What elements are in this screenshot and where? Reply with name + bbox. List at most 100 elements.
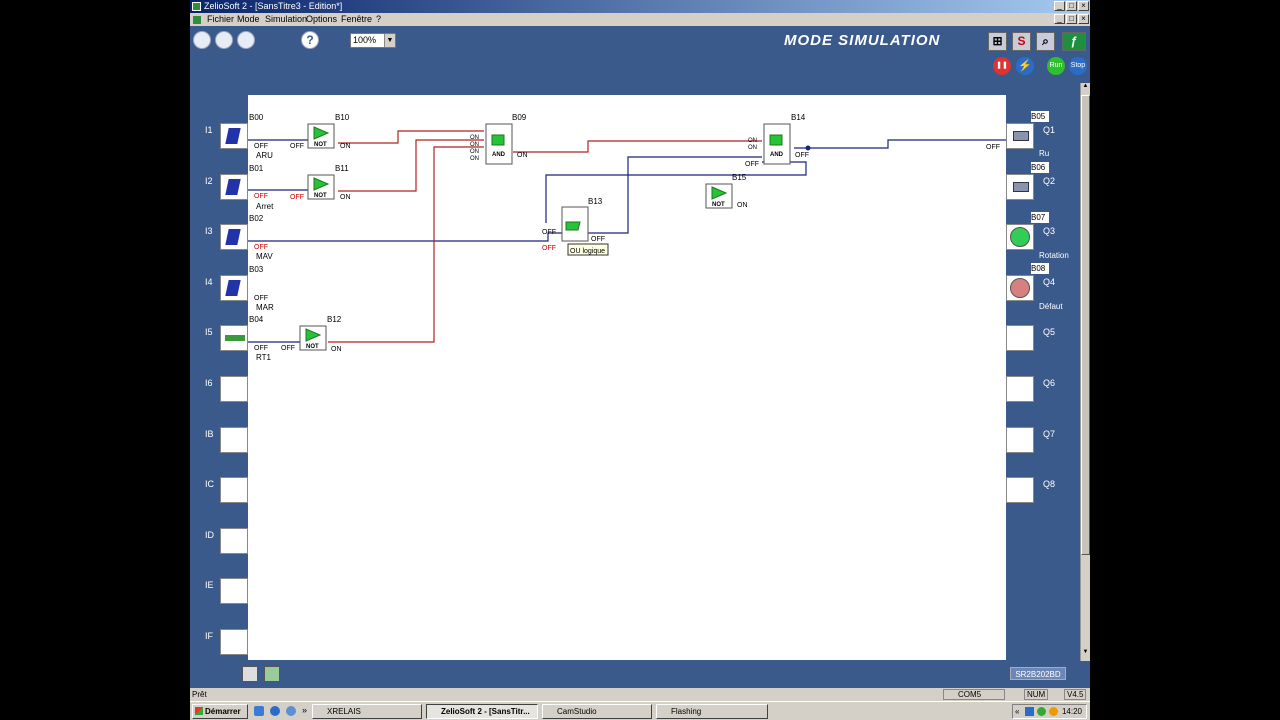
input-slot-ic[interactable] [220, 477, 248, 503]
media-icon[interactable] [286, 706, 296, 716]
output-slot-q7[interactable] [1006, 427, 1034, 453]
close-button[interactable]: × [1078, 1, 1089, 11]
task-zeliosoft[interactable]: ZelioSoft 2 - [SansTitr... [426, 704, 538, 719]
input-slot-i6[interactable] [220, 376, 248, 402]
input-name-rt1: RT1 [256, 353, 272, 362]
block-in4-b09: ON [470, 156, 479, 162]
quick-launch-chevron-icon[interactable]: » [302, 705, 308, 715]
vertical-scrollbar[interactable]: ▲ ▼ [1080, 83, 1090, 661]
doc-minimize-button[interactable]: _ [1054, 14, 1065, 24]
input-slot-ie[interactable] [220, 578, 248, 604]
input-label-i3: I3 [205, 226, 213, 236]
output-label-q4: Q4 [1043, 277, 1056, 287]
input-state-i1: OFF [254, 143, 268, 150]
module-icon[interactable] [242, 666, 258, 682]
input-slot-ib[interactable] [220, 427, 248, 453]
switch-icon [225, 128, 241, 144]
display-icon[interactable] [264, 666, 280, 682]
stop-button[interactable]: Stop [1069, 57, 1087, 75]
output-slot-q6[interactable] [1006, 376, 1034, 402]
menu-options[interactable]: Options [306, 14, 338, 24]
block-out-b09: ON [517, 152, 528, 159]
output-lamp-q3[interactable] [1006, 224, 1034, 250]
desktop-icon[interactable] [254, 706, 264, 716]
block-label-b15: B15 [732, 173, 747, 182]
block-out-b11: ON [340, 194, 351, 201]
open-file-icon[interactable] [215, 31, 233, 49]
fbd-canvas[interactable]: B00 B01 B02 B03 B04 OFF OFF OFF OFF OFF … [248, 95, 1006, 660]
block-b10: NOT B10 OFF ON [290, 113, 351, 150]
doc-close-button[interactable]: × [1078, 14, 1089, 24]
input-slot-if[interactable] [220, 629, 248, 655]
output-slot-q8[interactable] [1006, 477, 1034, 503]
zoom-select[interactable]: 100% ▼ [350, 33, 396, 48]
module-reference: SR2B202BD [1010, 667, 1066, 680]
input-switch-i4[interactable] [220, 275, 248, 301]
pause-icon[interactable]: ❚❚ [993, 57, 1011, 75]
s-button[interactable]: S [1012, 32, 1031, 51]
input-name-aru: ARU [256, 151, 273, 160]
run-button[interactable]: Run [1047, 57, 1065, 75]
input-label-if: IF [205, 631, 213, 641]
update-icon[interactable] [1049, 707, 1058, 716]
ie-icon[interactable] [270, 706, 280, 716]
input-sensor-i5[interactable] [220, 325, 248, 351]
block-in1-b13: OFF [542, 229, 556, 236]
wire-i3-b13 [248, 232, 562, 242]
doc-restore-button[interactable]: □ [1066, 14, 1077, 24]
task-flashing[interactable]: Flashing [656, 704, 768, 719]
menu-mode[interactable]: Mode [237, 14, 260, 24]
block-in1-b09: ON [470, 135, 479, 141]
scroll-up-icon[interactable]: ▲ [1082, 83, 1089, 89]
block-out-b12: ON [331, 346, 342, 353]
input-state-i3: OFF [254, 244, 268, 251]
lightning-icon[interactable]: ⚡ [1016, 57, 1034, 75]
wire-b09-b14 [513, 140, 762, 153]
network-icon[interactable] [1025, 707, 1034, 716]
restore-button[interactable]: □ [1066, 1, 1077, 11]
output-relay-q1[interactable] [1006, 123, 1034, 149]
task-camstudio[interactable]: CamStudio [542, 704, 652, 719]
help-icon[interactable]: ? [301, 31, 319, 49]
scroll-down-icon[interactable]: ▼ [1082, 649, 1089, 655]
start-label: Démarrer [205, 707, 241, 716]
tray-chevron-icon[interactable]: « [1015, 707, 1020, 716]
input-slot-id[interactable] [220, 528, 248, 554]
save-icon[interactable] [237, 31, 255, 49]
block-type-b15: NOT [712, 202, 725, 208]
search-icon[interactable]: ⌕ [1036, 32, 1055, 51]
block-in-b10: OFF [290, 143, 304, 150]
block-label-b10: B10 [335, 113, 350, 122]
menu-fichier[interactable]: Fichier [207, 14, 235, 24]
output-relay-q2[interactable] [1006, 174, 1034, 200]
new-file-icon[interactable] [193, 31, 211, 49]
red-lamp-icon [1010, 278, 1030, 298]
input-switch-i2[interactable] [220, 174, 248, 200]
menu-help[interactable]: ? [376, 14, 382, 24]
output-lamp-q4[interactable] [1006, 275, 1034, 301]
q1-state: OFF [986, 144, 1000, 151]
task-xrelais[interactable]: XRELAIS [312, 704, 422, 719]
output-slot-q5[interactable] [1006, 325, 1034, 351]
menu-simulation[interactable]: Simulation [265, 14, 308, 24]
output-label-q8: Q8 [1043, 479, 1056, 489]
menu-fenetre[interactable]: Fenêtre [341, 14, 373, 24]
block-out-b14: OFF [795, 152, 809, 159]
wire-b14-q1 [794, 139, 1006, 149]
chevron-down-icon: ▼ [384, 34, 395, 47]
wire-b13-feedback [545, 161, 807, 223]
input-switch-i3[interactable] [220, 224, 248, 250]
block-in2-b13: OFF [542, 245, 556, 252]
input-switch-i1[interactable] [220, 123, 248, 149]
clock: 14:20 [1061, 707, 1082, 716]
scroll-thumb[interactable] [1081, 95, 1090, 555]
start-button[interactable]: Démarrer [192, 704, 248, 719]
input-name-mar: MAR [256, 303, 274, 312]
com-port: COM5 (USB) [943, 689, 1005, 709]
minimize-button[interactable]: _ [1054, 1, 1065, 11]
security-icon[interactable] [1037, 707, 1046, 716]
monitor-icon[interactable]: ⊞ [988, 32, 1007, 51]
input-label-ic: IC [205, 479, 214, 489]
block-label-b14: B14 [791, 113, 806, 122]
system-tray: « 14:20 [1012, 704, 1087, 719]
